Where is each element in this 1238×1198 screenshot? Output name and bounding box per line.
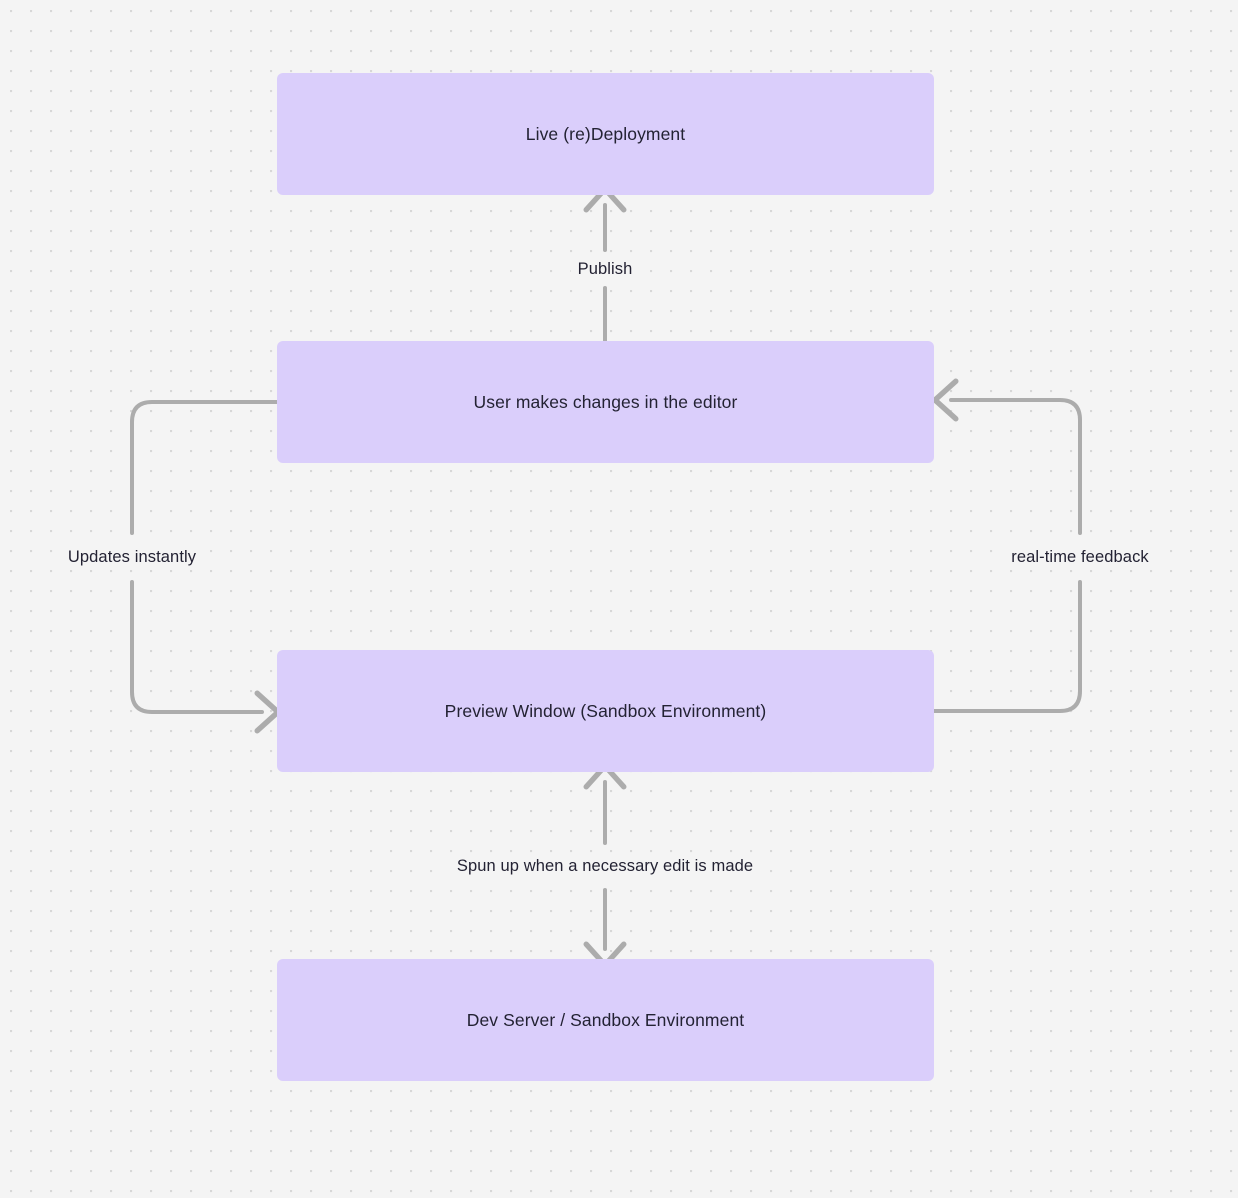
edge-feedback-lower (932, 580, 1082, 713)
node-label-live-deployment: Live (re)Deployment (525, 123, 686, 144)
edge-updates-upper (130, 400, 279, 535)
edge-feedback-upper (932, 378, 1082, 535)
edge-label-real-time-feedback: real-time feedback (1004, 544, 1156, 570)
edge-label-updates-instantly: Updates instantly (60, 544, 204, 570)
node-live-deployment[interactable]: Live (re)Deployment (277, 73, 934, 195)
node-preview-window[interactable]: Preview Window (Sandbox Environment) (277, 650, 934, 772)
edge-updates-lower (130, 580, 281, 734)
edge-label-publish: Publish (570, 256, 640, 282)
node-user-editor[interactable]: User makes changes in the editor (277, 341, 934, 463)
node-label-dev-server: Dev Server / Sandbox Environment (466, 1009, 745, 1030)
node-dev-server[interactable]: Dev Server / Sandbox Environment (277, 959, 934, 1081)
node-label-preview-window: Preview Window (Sandbox Environment) (444, 700, 767, 721)
edge-label-spun-up: Spun up when a necessary edit is made (449, 853, 761, 879)
node-label-user-editor: User makes changes in the editor (473, 391, 738, 412)
